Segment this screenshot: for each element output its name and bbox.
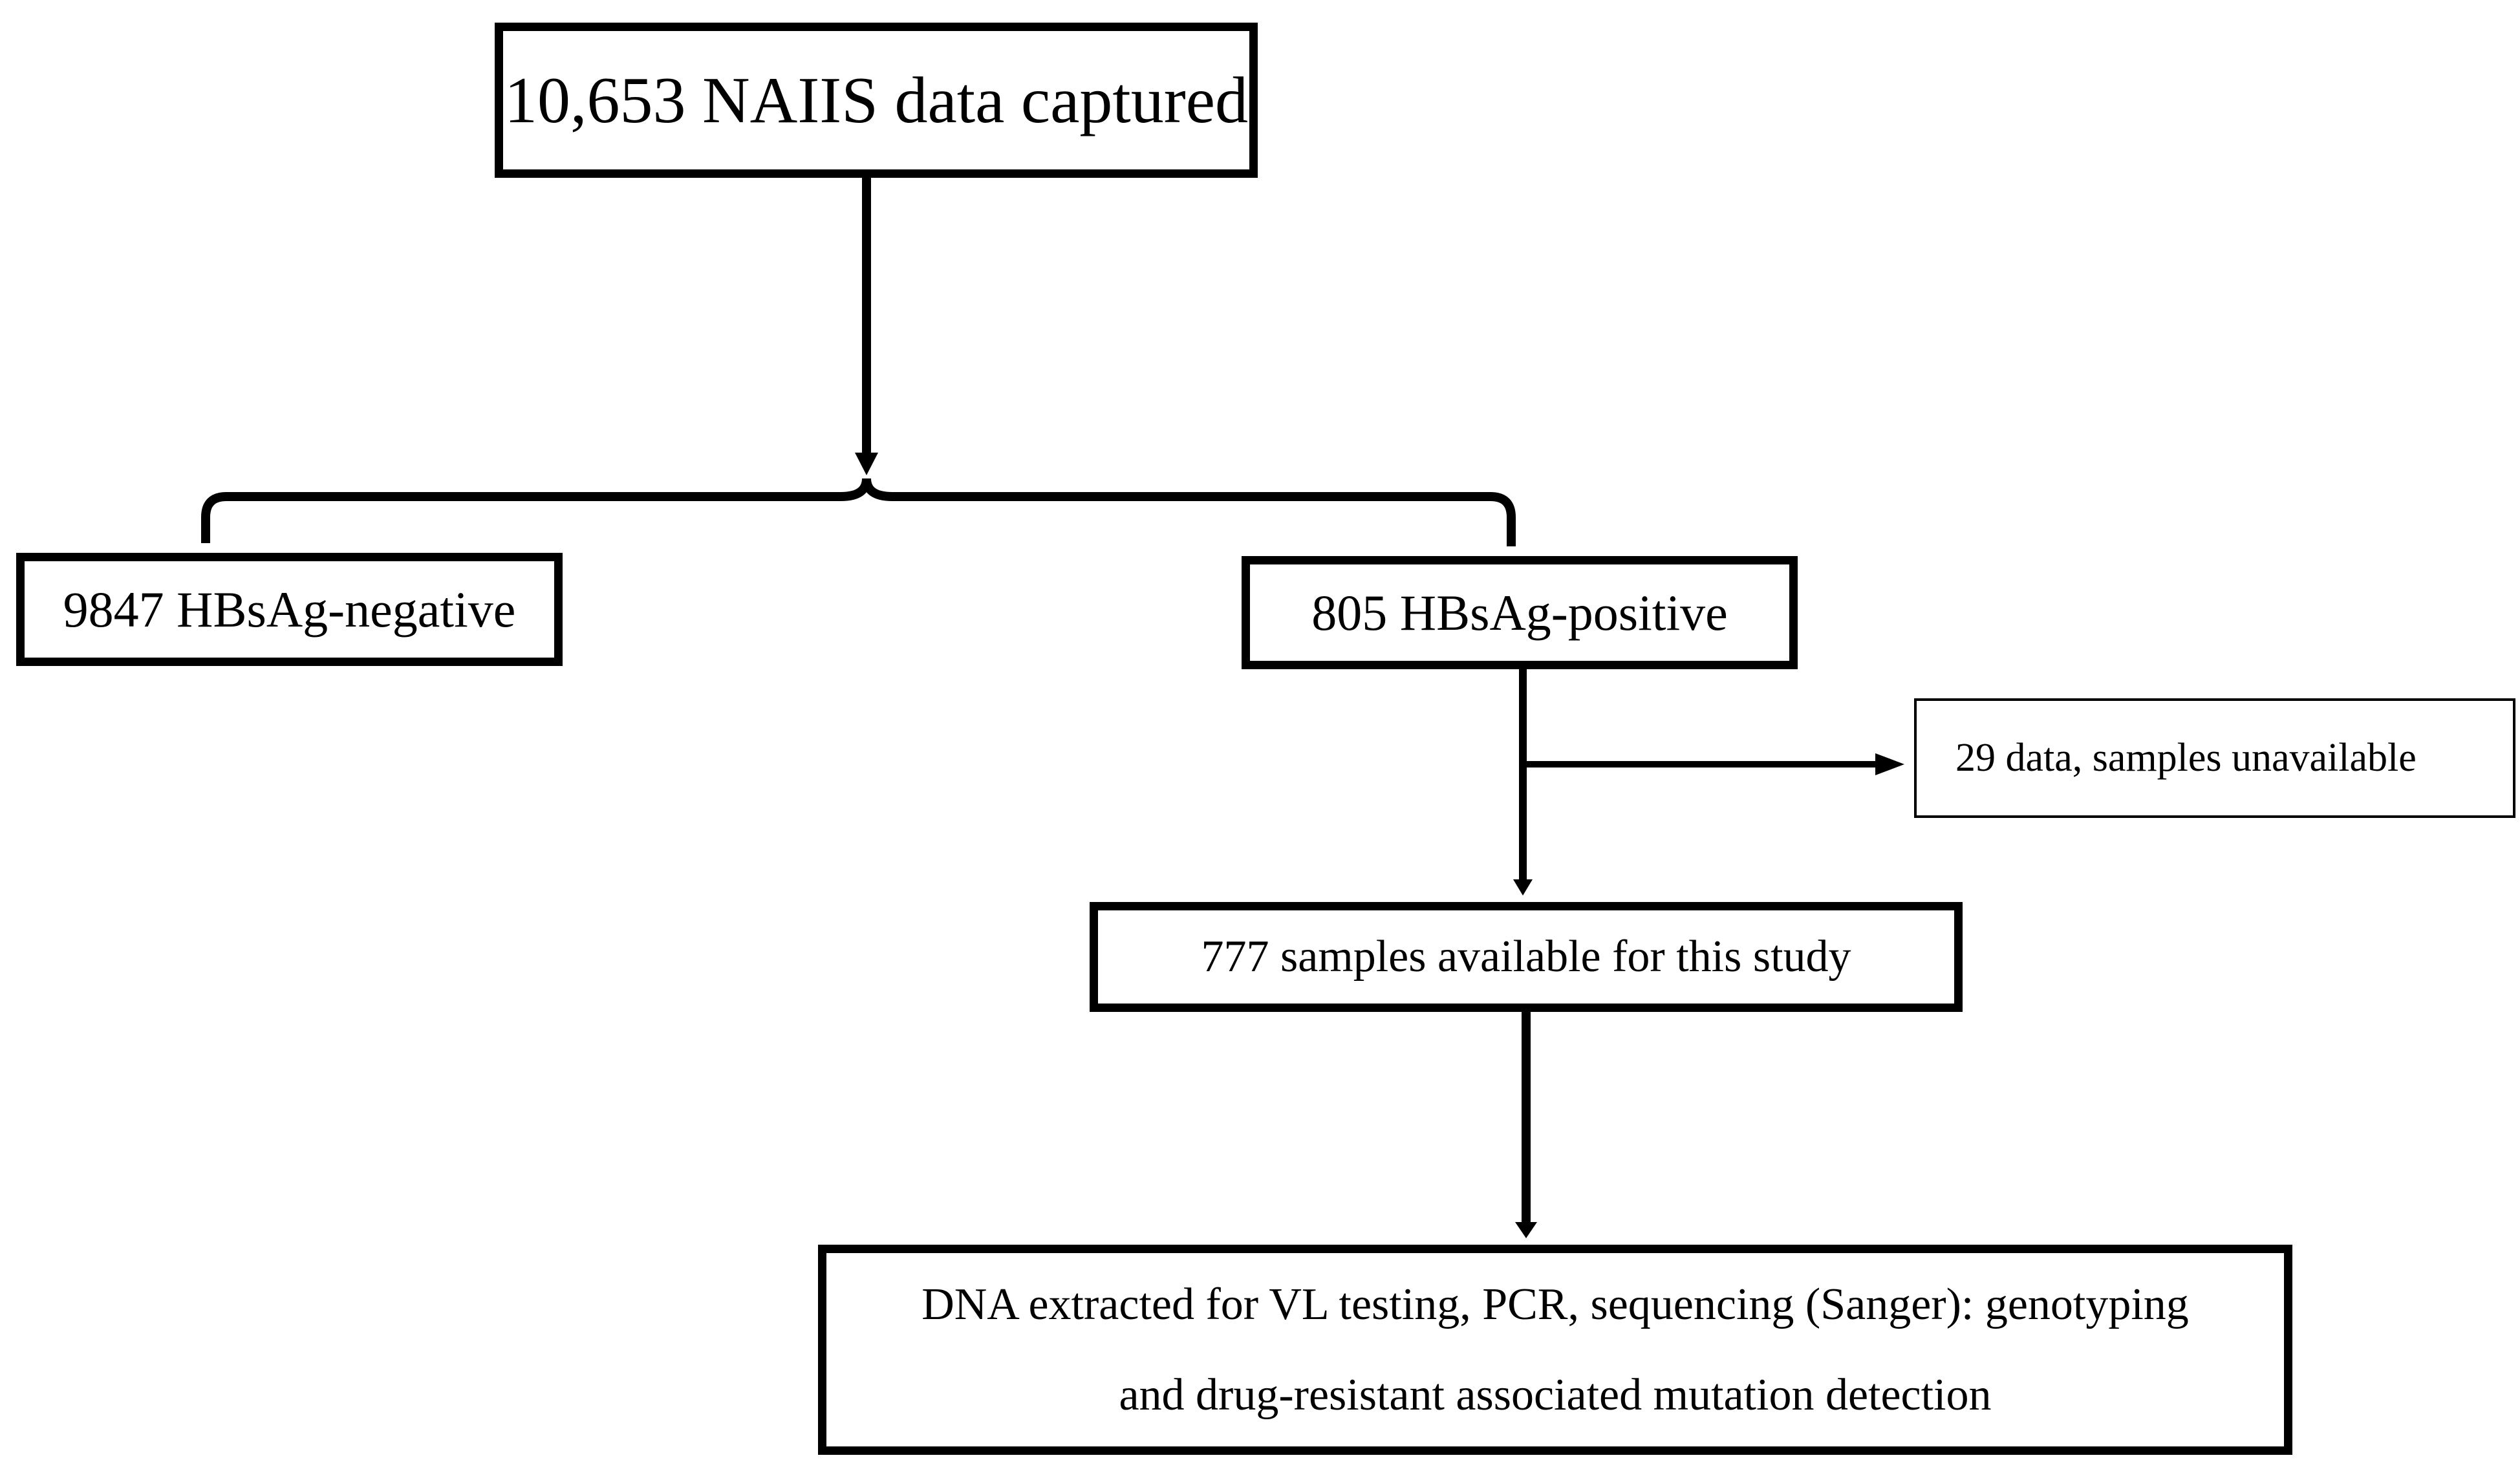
arrowhead-excluded [1875,753,1904,775]
excluded-label: 29 data, samples unavailable [1955,736,2417,780]
arrowhead-split [855,453,878,475]
connector-split-bracket [201,478,1516,546]
available-samples-box: 777 samples available for this study [1090,902,1963,1012]
positive-label: 805 HBsAg-positive [1311,584,1728,641]
positive-box: 805 HBsAg-positive [1242,556,1798,669]
analysis-box: DNA extracted for VL testing, PCR, seque… [818,1245,2292,1455]
total-data-label: 10,653 NAIIS data captured [504,63,1248,137]
available-samples-label: 777 samples available for this study [1201,932,1851,982]
analysis-line-1: DNA extracted for VL testing, PCR, seque… [921,1279,2189,1329]
negative-label: 9847 HBsAg-negative [63,581,516,638]
arrowhead-available [1513,879,1533,896]
analysis-line-2: and drug-resistant associated mutation d… [1119,1369,1992,1420]
negative-box: 9847 HBsAg-negative [16,553,563,666]
total-data-box: 10,653 NAIIS data captured [495,23,1258,178]
excluded-box: 29 data, samples unavailable [1914,698,2515,818]
arrowhead-analysis [1515,1222,1537,1238]
